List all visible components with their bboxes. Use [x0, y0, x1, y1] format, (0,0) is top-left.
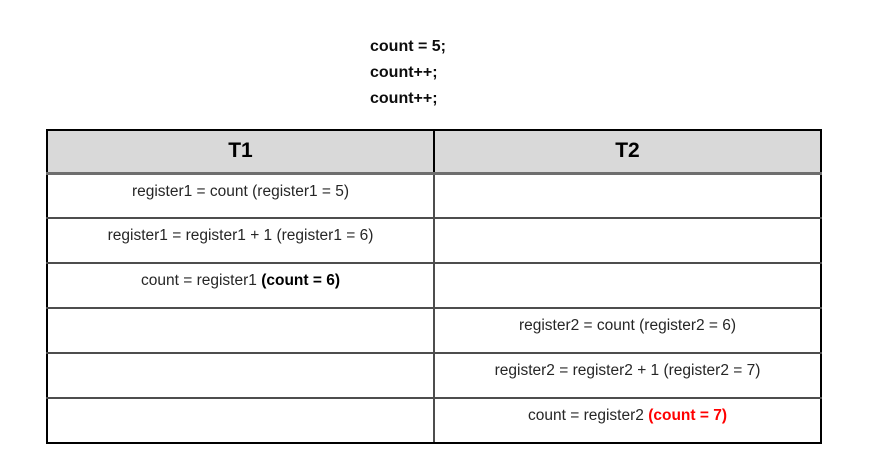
table-cell-t2 — [433, 217, 822, 264]
code-line: count++; — [370, 90, 438, 107]
table-row: count = register2 (count = 7) — [46, 397, 822, 444]
table-cell-t1: register1 = count (register1 = 5) — [46, 172, 435, 219]
table-cell-t1 — [46, 307, 435, 354]
column-header-t1: T1 — [46, 129, 435, 175]
table-cell-t2 — [433, 172, 822, 219]
table-cell-t2 — [433, 262, 822, 309]
table-row: register2 = count (register2 = 6) — [46, 307, 822, 354]
thread-execution-table: T1 T2 register1 = count (register1 = 5) … — [46, 129, 822, 444]
table-row: register2 = register2 + 1 (register2 = 7… — [46, 352, 822, 399]
table-cell-t1: register1 = register1 + 1 (register1 = 6… — [46, 217, 435, 264]
code-snippet: count = 5; count++; count++; — [370, 34, 446, 112]
cell-highlight-bold: (count = 6) — [261, 272, 340, 289]
column-header-t2: T2 — [433, 129, 822, 175]
table-row: count = register1 (count = 6) — [46, 262, 822, 309]
cell-highlight-red: (count = 7) — [648, 407, 727, 424]
table-cell-t2: register2 = count (register2 = 6) — [433, 307, 822, 354]
table-cell-t1 — [46, 397, 435, 444]
code-line: count = 5; — [370, 38, 447, 55]
code-line: count++; — [370, 64, 438, 81]
cell-text: count = register2 — [528, 407, 644, 424]
cell-text: count = register1 — [141, 272, 257, 289]
table-cell-t2: count = register2 (count = 7) — [433, 397, 822, 444]
table-cell-t2: register2 = register2 + 1 (register2 = 7… — [433, 352, 822, 399]
table-cell-t1 — [46, 352, 435, 399]
cell-text: register1 = count (register1 = 5) — [131, 182, 350, 200]
table-row: register1 = register1 + 1 (register1 = 6… — [46, 217, 822, 264]
table-cell-t1: count = register1 (count = 6) — [46, 262, 435, 309]
cell-text: register2 = count (register2 = 6) — [518, 317, 737, 334]
cell-text: register2 = register2 + 1 (register2 = 7… — [494, 362, 761, 379]
table-header-row: T1 T2 — [46, 129, 822, 175]
table-row: register1 = count (register1 = 5) — [46, 172, 822, 219]
cell-text: register1 = register1 + 1 (register1 = 6… — [107, 227, 374, 244]
